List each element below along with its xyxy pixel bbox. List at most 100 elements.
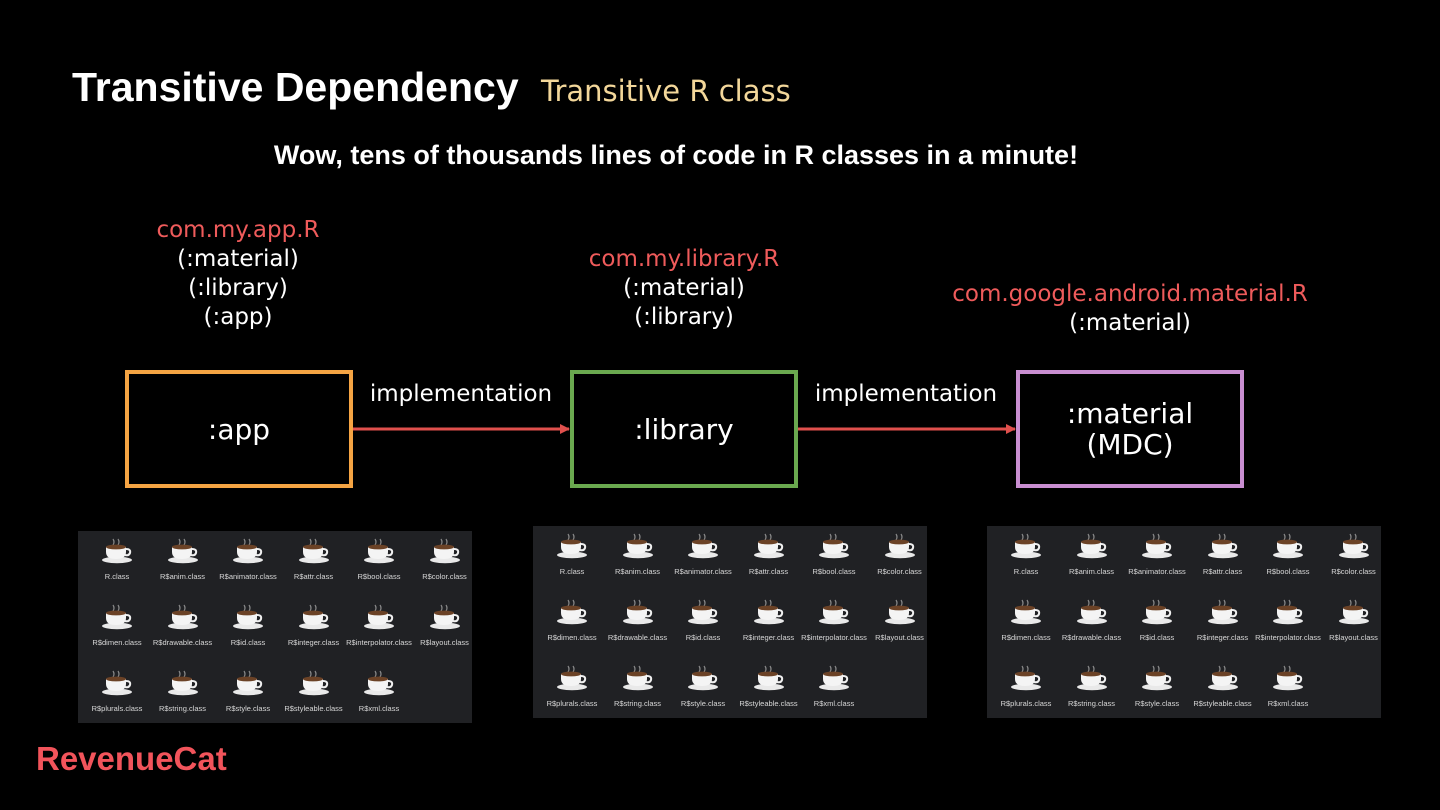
- r-module: (:material): [1069, 310, 1191, 336]
- file-name: R.class: [559, 567, 585, 576]
- r-label-material: com.google.android.material.R (:material…: [930, 280, 1330, 338]
- file-item[interactable]: R$attr.class: [280, 538, 348, 581]
- file-item[interactable]: R$id.class: [214, 604, 282, 647]
- file-item[interactable]: R$integer.class: [280, 604, 348, 647]
- file-name: R$string.class: [1067, 699, 1116, 708]
- file-item[interactable]: R$bool.class: [800, 533, 868, 576]
- file-item[interactable]: R$string.class: [1058, 665, 1126, 708]
- file-item[interactable]: R$integer.class: [1189, 599, 1257, 642]
- file-item[interactable]: R$styleable.class: [735, 665, 803, 708]
- file-name: R$layout.class: [875, 633, 924, 642]
- java-cup-icon: [992, 599, 1060, 629]
- file-item[interactable]: R$plurals.class: [83, 670, 151, 713]
- java-cup-icon: [345, 670, 413, 700]
- module-box-library: :library: [570, 370, 798, 488]
- module-sublabel: (MDC): [1086, 428, 1174, 461]
- r-module: (:app): [203, 304, 273, 330]
- file-item[interactable]: R$id.class: [669, 599, 737, 642]
- file-item[interactable]: R$attr.class: [735, 533, 803, 576]
- file-item[interactable]: R$plurals.class: [992, 665, 1060, 708]
- file-item[interactable]: R$id.class: [1123, 599, 1191, 642]
- java-cup-icon: [992, 665, 1060, 695]
- file-name: R$drawable.class: [152, 638, 213, 647]
- file-item[interactable]: R$drawable.class: [1058, 599, 1126, 642]
- file-item[interactable]: R$style.class: [214, 670, 282, 713]
- file-item[interactable]: R$dimen.class: [992, 599, 1060, 642]
- java-cup-icon: [1189, 533, 1257, 563]
- file-item[interactable]: R.class: [992, 533, 1060, 576]
- r-module: (:material): [623, 275, 745, 301]
- file-item[interactable]: R$xml.class: [1254, 665, 1322, 708]
- r-package-name: com.google.android.material.R: [952, 281, 1308, 307]
- file-item[interactable]: R$dimen.class: [83, 604, 151, 647]
- file-name: R.class: [1013, 567, 1039, 576]
- java-cup-icon: [669, 599, 737, 629]
- r-module: (:library): [188, 275, 288, 301]
- file-item[interactable]: R$layout.class: [1320, 599, 1388, 642]
- file-item[interactable]: R$color.class: [1320, 533, 1388, 576]
- java-cup-icon: [800, 533, 868, 563]
- file-item[interactable]: R$string.class: [149, 670, 217, 713]
- file-item[interactable]: R$interpolator.class: [345, 604, 413, 647]
- file-item[interactable]: R$styleable.class: [280, 670, 348, 713]
- file-item[interactable]: R$anim.class: [149, 538, 217, 581]
- file-item[interactable]: R$anim.class: [1058, 533, 1126, 576]
- java-cup-icon: [411, 538, 479, 568]
- file-item[interactable]: R$dimen.class: [538, 599, 606, 642]
- file-item[interactable]: R$animator.class: [669, 533, 737, 576]
- file-item[interactable]: R$anim.class: [604, 533, 672, 576]
- java-cup-icon: [280, 538, 348, 568]
- java-cup-icon: [538, 665, 606, 695]
- file-item[interactable]: R$color.class: [866, 533, 934, 576]
- file-name: R$attr.class: [748, 567, 789, 576]
- file-item[interactable]: R$style.class: [669, 665, 737, 708]
- file-item[interactable]: R$layout.class: [411, 604, 479, 647]
- file-name: R$interpolator.class: [801, 633, 867, 642]
- file-item[interactable]: R$animator.class: [1123, 533, 1191, 576]
- file-item[interactable]: R$color.class: [411, 538, 479, 581]
- file-name: R$anim.class: [614, 567, 660, 576]
- java-cup-icon: [1058, 533, 1126, 563]
- file-name: R$bool.class: [1266, 567, 1310, 576]
- java-cup-icon: [1123, 599, 1191, 629]
- file-item[interactable]: R$xml.class: [800, 665, 868, 708]
- file-name: R$style.class: [1134, 699, 1180, 708]
- java-cup-icon: [214, 670, 282, 700]
- file-name: R$layout.class: [420, 638, 469, 647]
- file-item[interactable]: R.class: [83, 538, 151, 581]
- file-item[interactable]: R$plurals.class: [538, 665, 606, 708]
- file-item[interactable]: R.class: [538, 533, 606, 576]
- headline: Wow, tens of thousands lines of code in …: [273, 140, 1079, 170]
- module-label: :app: [207, 412, 271, 446]
- file-item[interactable]: R$integer.class: [735, 599, 803, 642]
- file-item[interactable]: R$string.class: [604, 665, 672, 708]
- module-box-app: :app: [125, 370, 353, 488]
- module-label: :material: [1066, 397, 1194, 430]
- module-box-material: :material (MDC): [1016, 370, 1244, 488]
- file-item[interactable]: R$interpolator.class: [800, 599, 868, 642]
- file-name: R$bool.class: [812, 567, 856, 576]
- file-name: R$anim.class: [1068, 567, 1114, 576]
- java-cup-icon: [1123, 533, 1191, 563]
- file-item[interactable]: R$layout.class: [866, 599, 934, 642]
- java-cup-icon: [604, 599, 672, 629]
- file-item[interactable]: R$bool.class: [345, 538, 413, 581]
- file-item[interactable]: R$drawable.class: [604, 599, 672, 642]
- file-name: R$bool.class: [357, 572, 401, 581]
- r-module: (:library): [634, 304, 734, 330]
- edge-label: implementation: [814, 381, 998, 407]
- java-cup-icon: [149, 670, 217, 700]
- file-item[interactable]: R$bool.class: [1254, 533, 1322, 576]
- file-name: R$styleable.class: [739, 699, 798, 708]
- file-item[interactable]: R$styleable.class: [1189, 665, 1257, 708]
- file-item[interactable]: R$attr.class: [1189, 533, 1257, 576]
- revenuecat-logo: RevenueCat: [36, 740, 227, 777]
- java-cup-icon: [604, 533, 672, 563]
- file-item[interactable]: R$style.class: [1123, 665, 1191, 708]
- file-item[interactable]: R$drawable.class: [149, 604, 217, 647]
- file-item[interactable]: R$interpolator.class: [1254, 599, 1322, 642]
- file-item[interactable]: R$animator.class: [214, 538, 282, 581]
- file-item[interactable]: R$xml.class: [345, 670, 413, 713]
- r-label-library: com.my.library.R (:material) (:library): [544, 245, 824, 332]
